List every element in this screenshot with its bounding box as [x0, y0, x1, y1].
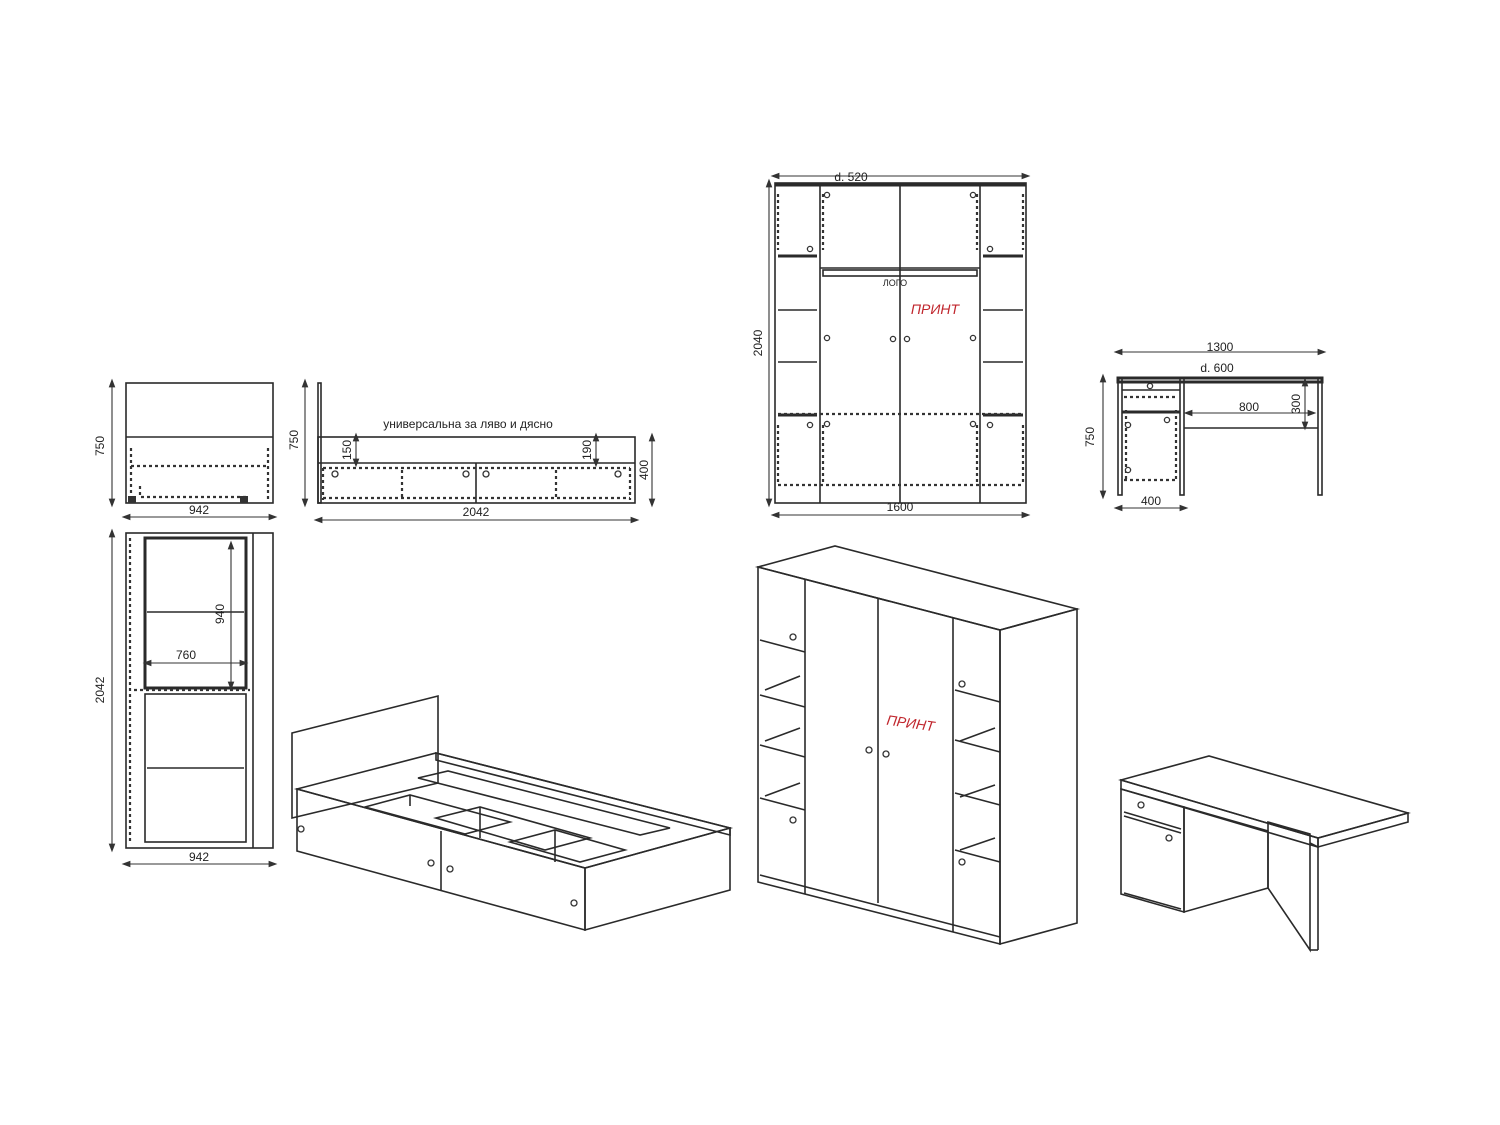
bed-front-height-dim: 750 — [93, 436, 107, 456]
bed-side-view — [301, 378, 656, 524]
desk-opening-dim: 800 — [1239, 400, 1259, 414]
wardrobe-width-dim: 1600 — [887, 500, 914, 514]
desk-height-dim: 750 — [1083, 427, 1097, 447]
bed-side-400-dim: 400 — [637, 460, 651, 480]
wardrobe-print-label: ПРИНТ — [911, 301, 961, 317]
bed-top-view — [108, 528, 278, 868]
wardrobe-print-label-iso: ПРИНТ — [886, 712, 937, 735]
bed-front-width-dim: 942 — [189, 503, 209, 517]
bed-reversible-note: универсальна за ляво и дясно — [383, 417, 553, 431]
wardrobe-front-view — [765, 172, 1031, 519]
wardrobe-height-dim: 2040 — [751, 329, 765, 356]
desk-depth-dim: d. 600 — [1200, 361, 1234, 375]
desk-pedestal-dim: 400 — [1141, 494, 1161, 508]
bed-top-760-dim: 760 — [176, 648, 196, 662]
bed-side-150-dim: 150 — [340, 440, 354, 460]
bed-side-length-dim: 2042 — [463, 505, 490, 519]
bed-top-width-dim: 942 — [189, 850, 209, 864]
wardrobe-logo-label: ЛОГО — [883, 278, 907, 288]
desk-front-view — [1099, 348, 1327, 512]
bed-side-190-dim: 190 — [580, 440, 594, 460]
desk-isometric — [1118, 755, 1411, 953]
bed-isometric — [291, 694, 734, 932]
bed-side-height-dim: 750 — [287, 430, 301, 450]
bed-top-940-dim: 940 — [213, 604, 227, 624]
bed-top-length-dim: 2042 — [93, 676, 107, 703]
desk-width-dim: 1300 — [1207, 340, 1234, 354]
bed-front-view — [108, 378, 278, 521]
desk-opening-height-dim: 300 — [1289, 394, 1303, 414]
wardrobe-depth-dim: d. 520 — [834, 170, 868, 184]
wardrobe-isometric — [754, 545, 1081, 946]
